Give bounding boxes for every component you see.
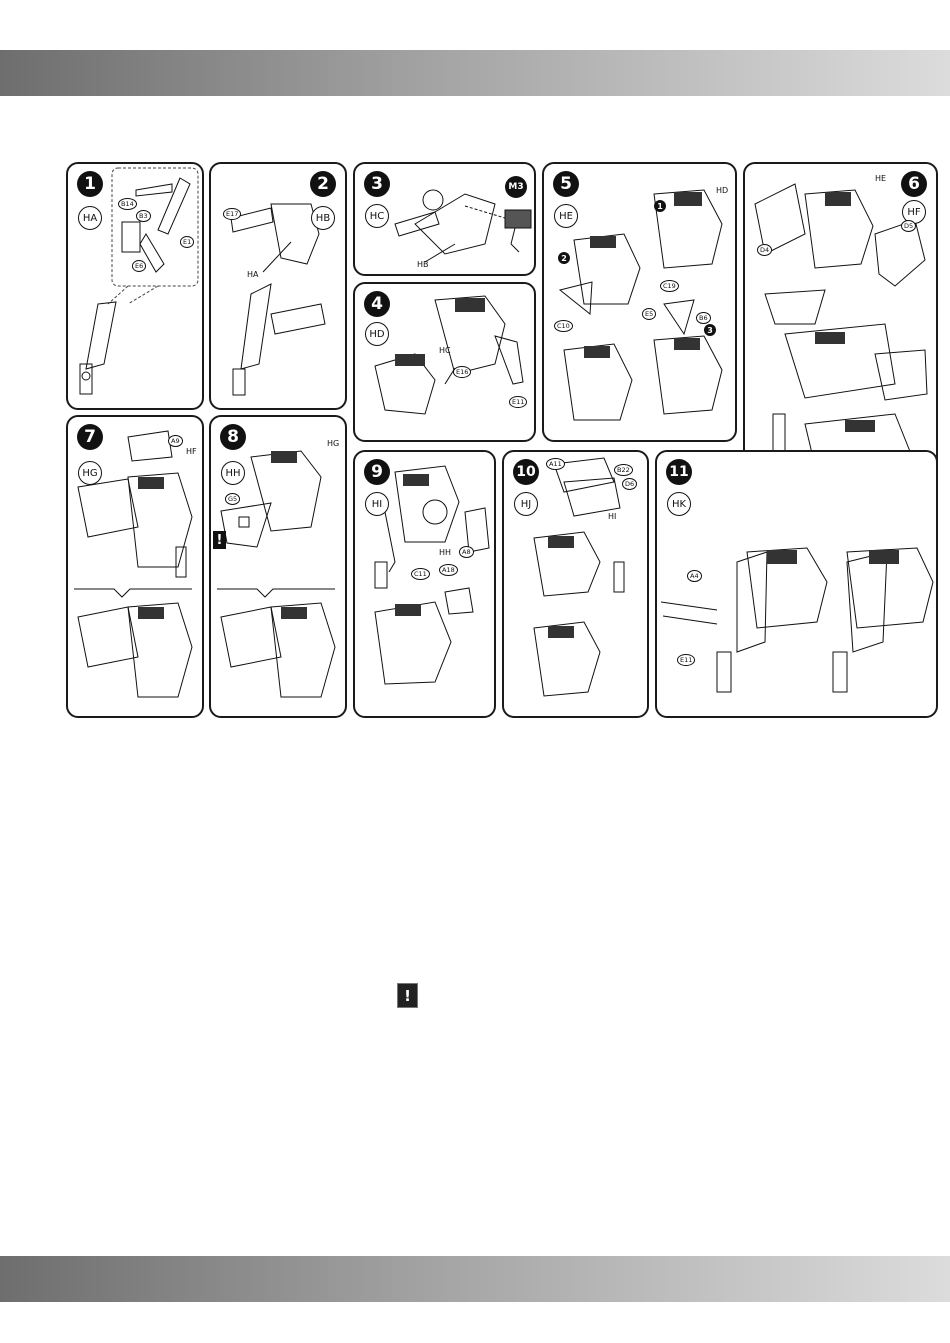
reference-label: HG (327, 439, 339, 448)
step-panel-4: 4 HD HC E16 E11 (353, 282, 536, 442)
part-label: C10 (554, 320, 573, 332)
reference-label: HD (716, 186, 728, 195)
step-panel-5: 5 HE HD C19 C10 E5 B6 1 2 3 (542, 162, 737, 442)
subassembly-code-hi: HI (365, 492, 389, 516)
subassembly-code-ha: HA (78, 206, 102, 230)
step-panel-8: 8 HH HG G5 ! (209, 415, 347, 718)
subassembly-code-hb: HB (311, 206, 335, 230)
subassembly-code-hd: HD (365, 322, 389, 346)
part-label: B22 (614, 464, 633, 476)
step-number-2: 2 (310, 171, 336, 197)
reference-label: HF (186, 447, 197, 456)
reference-label: HB (417, 260, 429, 269)
subassembly-code-hh: HH (221, 461, 245, 485)
step-panel-3: 3 HC M3 HB (353, 162, 536, 276)
warning-legend-icon: ! (397, 983, 418, 1008)
part-label: C19 (660, 280, 679, 292)
step-number-11: 11 (666, 459, 692, 485)
step-panel-1: 1 HA B14 B3 E1 E6 (66, 162, 204, 410)
substep-number: 2 (558, 252, 570, 264)
motor-m3-badge: M3 (505, 176, 527, 198)
part-label: A11 (546, 458, 565, 470)
warning-icon: ! (213, 531, 226, 549)
part-label: C11 (411, 568, 430, 580)
subassembly-code-hg: HG (78, 461, 102, 485)
step-number-7: 7 (77, 424, 103, 450)
step-panel-9: 9 HI HH C11 A8 A18 (353, 450, 496, 718)
part-label: B3 (136, 210, 151, 222)
reference-label: HE (875, 174, 886, 183)
part-label: A9 (168, 435, 183, 447)
part-label: D4 (757, 244, 772, 256)
reference-label: HI (608, 512, 616, 521)
part-label: A18 (439, 564, 458, 576)
step-number-9: 9 (364, 459, 390, 485)
top-header-band (0, 50, 950, 96)
subassembly-code-hj: HJ (514, 492, 538, 516)
step-2-illustration (211, 164, 347, 410)
step-number-10: 10 (513, 459, 539, 485)
step-number-1: 1 (77, 171, 103, 197)
step-panel-11: 11 HK A4 E11 (655, 450, 938, 718)
subassembly-code-hc: HC (365, 204, 389, 228)
step-number-8: 8 (220, 424, 246, 450)
step-number-3: 3 (364, 171, 390, 197)
step-number-4: 4 (364, 291, 390, 317)
part-label: D5 (901, 220, 916, 232)
substep-number: 3 (704, 324, 716, 336)
substep-number: 1 (654, 200, 666, 212)
step-number-5: 5 (553, 171, 579, 197)
part-label: B6 (696, 312, 711, 324)
part-label: B14 (118, 198, 137, 210)
step-panel-7: 7 HG A9 HF (66, 415, 204, 718)
reference-label: HH (439, 548, 451, 557)
subassembly-code-hk: HK (667, 492, 691, 516)
step-11-illustration (657, 452, 938, 718)
part-label: D6 (622, 478, 637, 490)
part-label: A8 (459, 546, 474, 558)
part-label: A4 (687, 570, 702, 582)
subassembly-code-he: HE (554, 204, 578, 228)
bottom-footer-band (0, 1256, 950, 1302)
reference-label: HA (247, 270, 259, 279)
step-panel-10: 10 HJ A11 B22 D6 HI (502, 450, 649, 718)
step-panel-2: 2 HB E17 HA (209, 162, 347, 410)
step-number-6: 6 (901, 171, 927, 197)
reference-label: HC (439, 346, 451, 355)
